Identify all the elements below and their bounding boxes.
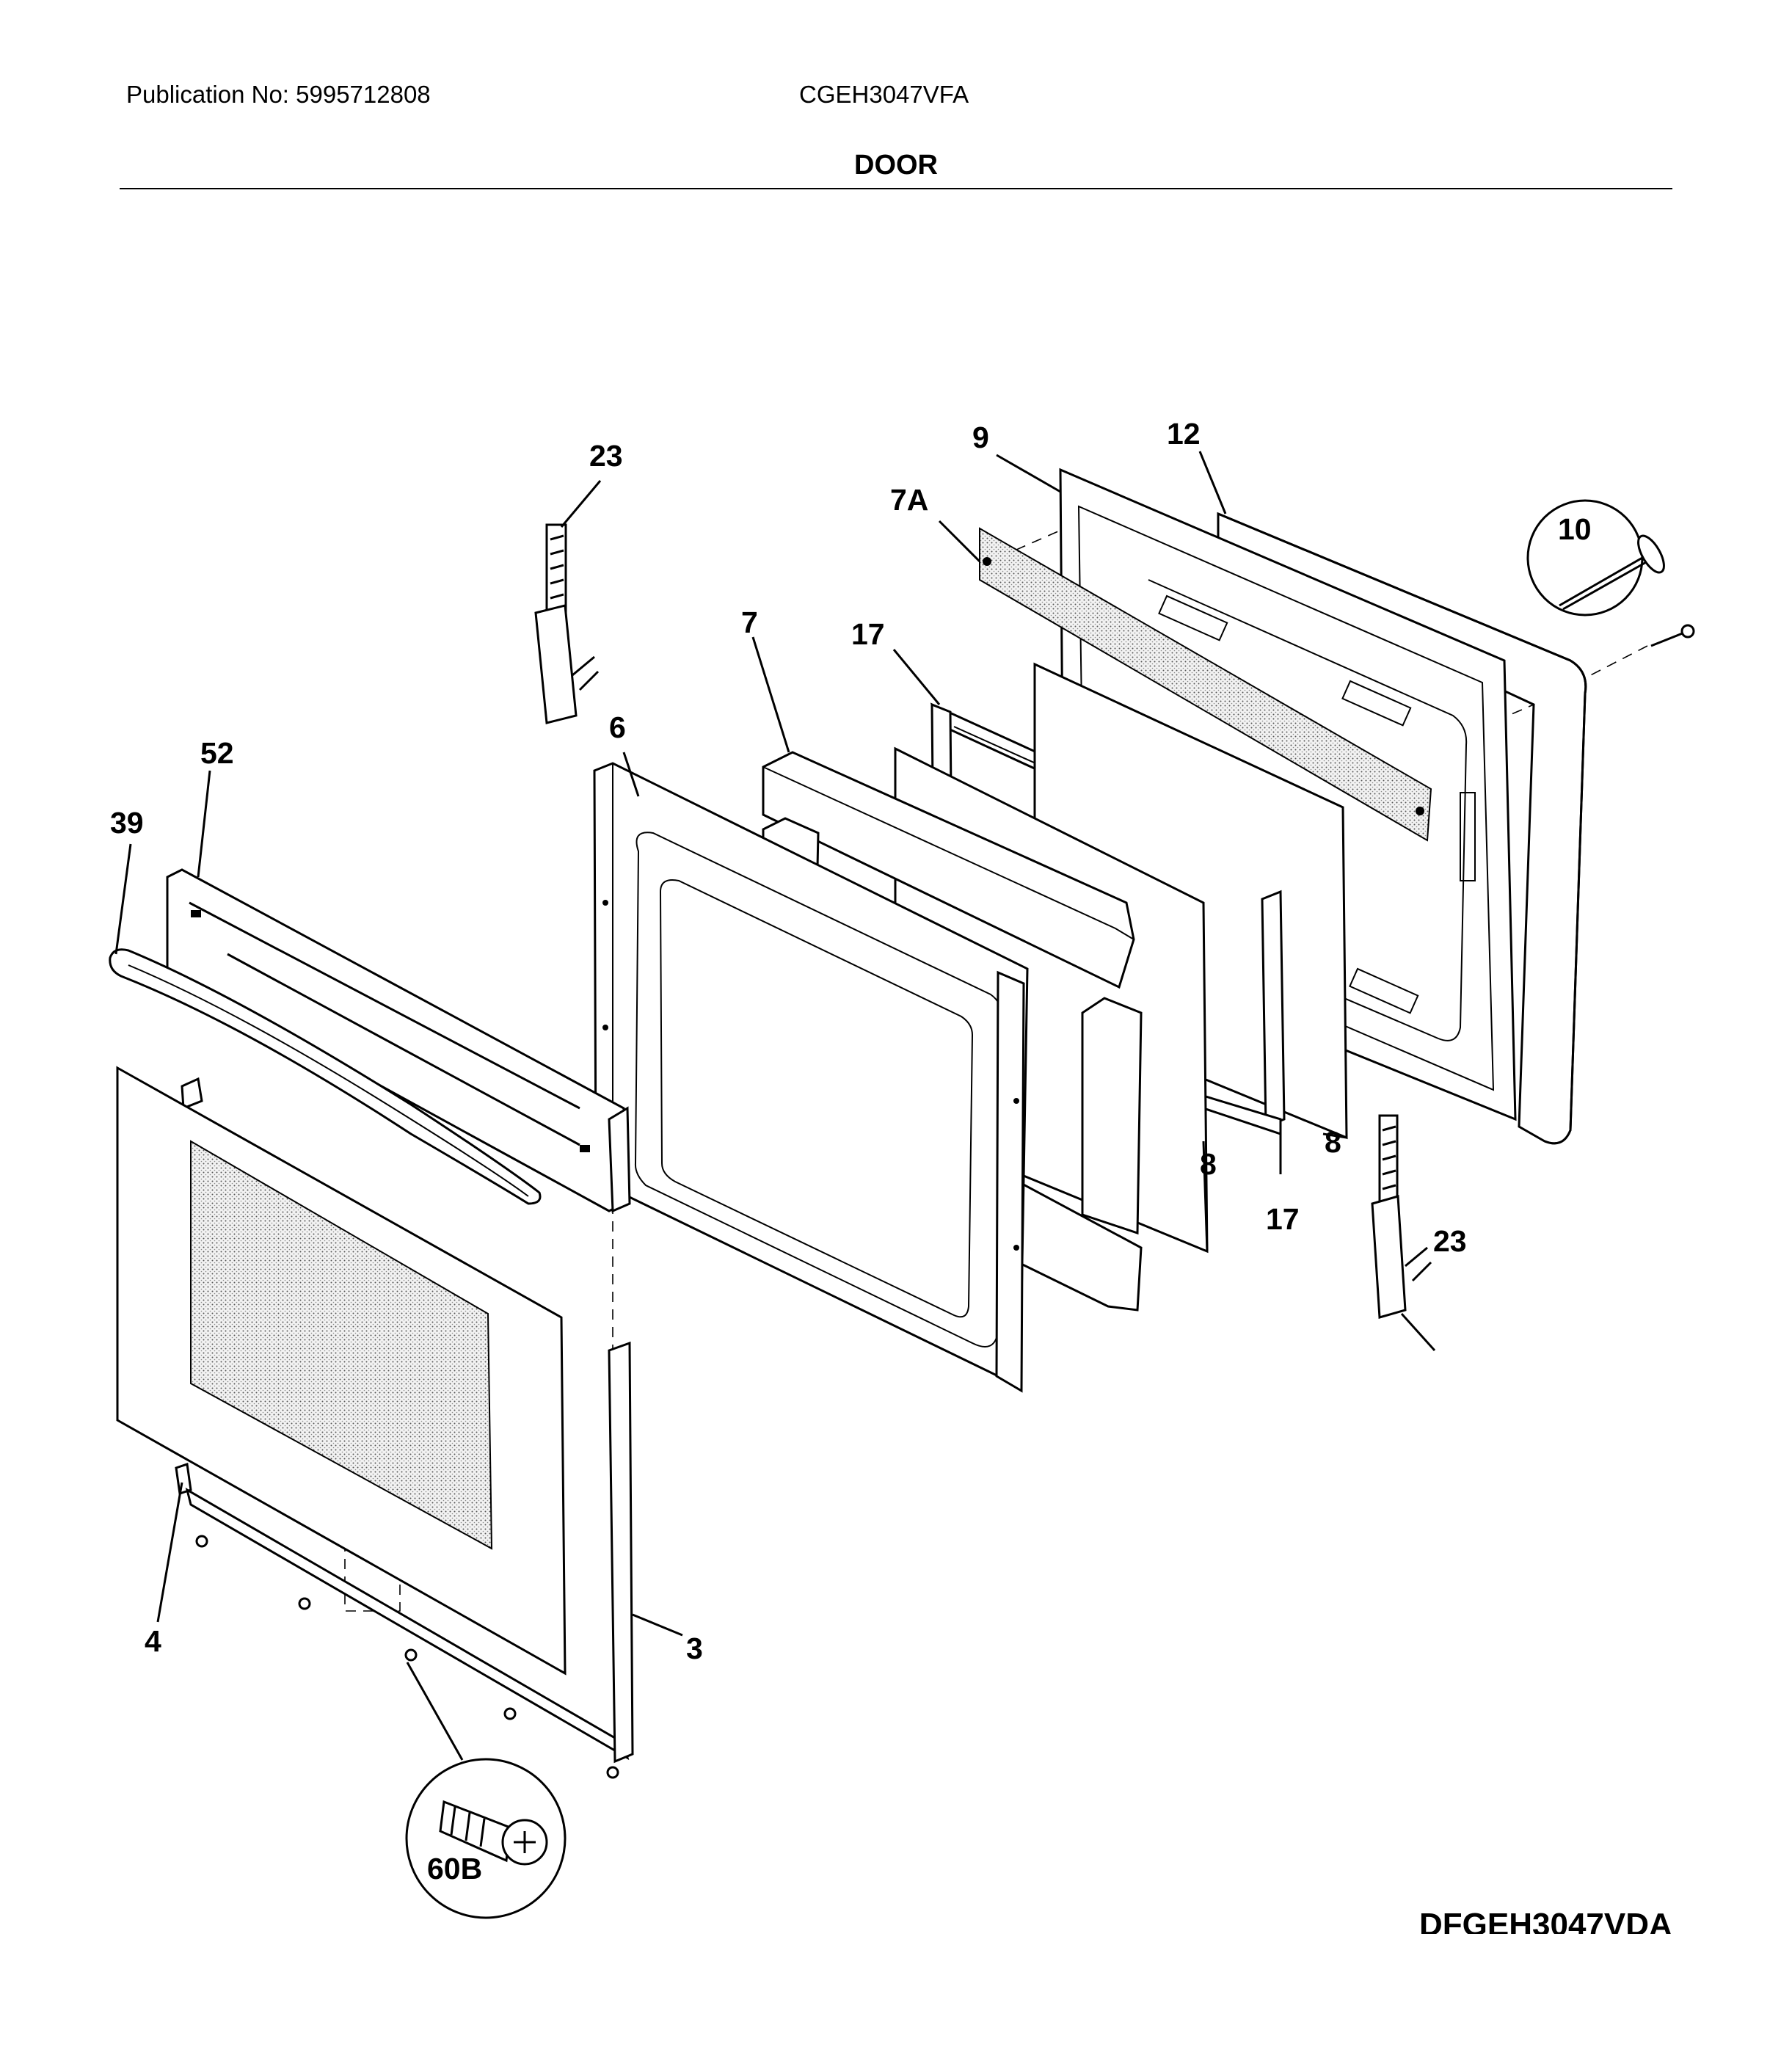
part-door-frame xyxy=(593,762,1029,1393)
label-17-top: 17 xyxy=(851,617,885,651)
part-hinge-top xyxy=(534,523,600,724)
part-glass-frame-front xyxy=(1191,890,1286,1136)
part-hinge-bottom xyxy=(1371,1114,1432,1319)
model-number: CGEH3047VFA xyxy=(799,81,969,108)
label-8-back: 8 xyxy=(1325,1125,1341,1159)
part-insulation-strip xyxy=(979,527,1432,842)
part-screw-bubble-60b xyxy=(405,1758,567,1919)
label-9: 9 xyxy=(972,421,989,454)
label-4: 4 xyxy=(145,1624,161,1658)
label-60B: 60B xyxy=(427,1852,482,1885)
label-52: 52 xyxy=(200,736,234,770)
label-8-front: 8 xyxy=(1200,1147,1217,1181)
label-23-bottom: 23 xyxy=(1433,1224,1467,1258)
label-7A: 7A xyxy=(890,483,928,517)
part-labels: 23 9 12 7A 10 7 17 6 52 39 8 8 17 23 4 3… xyxy=(110,417,1592,1885)
label-17-bottom: 17 xyxy=(1266,1202,1300,1236)
publication-number: Publication No: 5995712808 xyxy=(126,81,431,108)
label-6: 6 xyxy=(609,710,626,744)
part-screw-bubble xyxy=(1526,499,1695,647)
leader-lines xyxy=(114,451,1436,1761)
label-7: 7 xyxy=(741,605,758,639)
label-10: 10 xyxy=(1558,512,1592,546)
header-rule xyxy=(120,188,1672,189)
label-39: 39 xyxy=(110,806,144,840)
label-12: 12 xyxy=(1167,417,1201,451)
label-3: 3 xyxy=(686,1632,703,1665)
label-23-top: 23 xyxy=(589,439,623,473)
part-bottom-screws xyxy=(195,1535,619,1779)
diagram-code: DFGEH3047VDA xyxy=(1419,1909,1672,1934)
section-title: DOOR xyxy=(854,150,938,181)
part-outer-door-frame xyxy=(116,1066,634,1764)
part-handle xyxy=(109,948,542,1205)
